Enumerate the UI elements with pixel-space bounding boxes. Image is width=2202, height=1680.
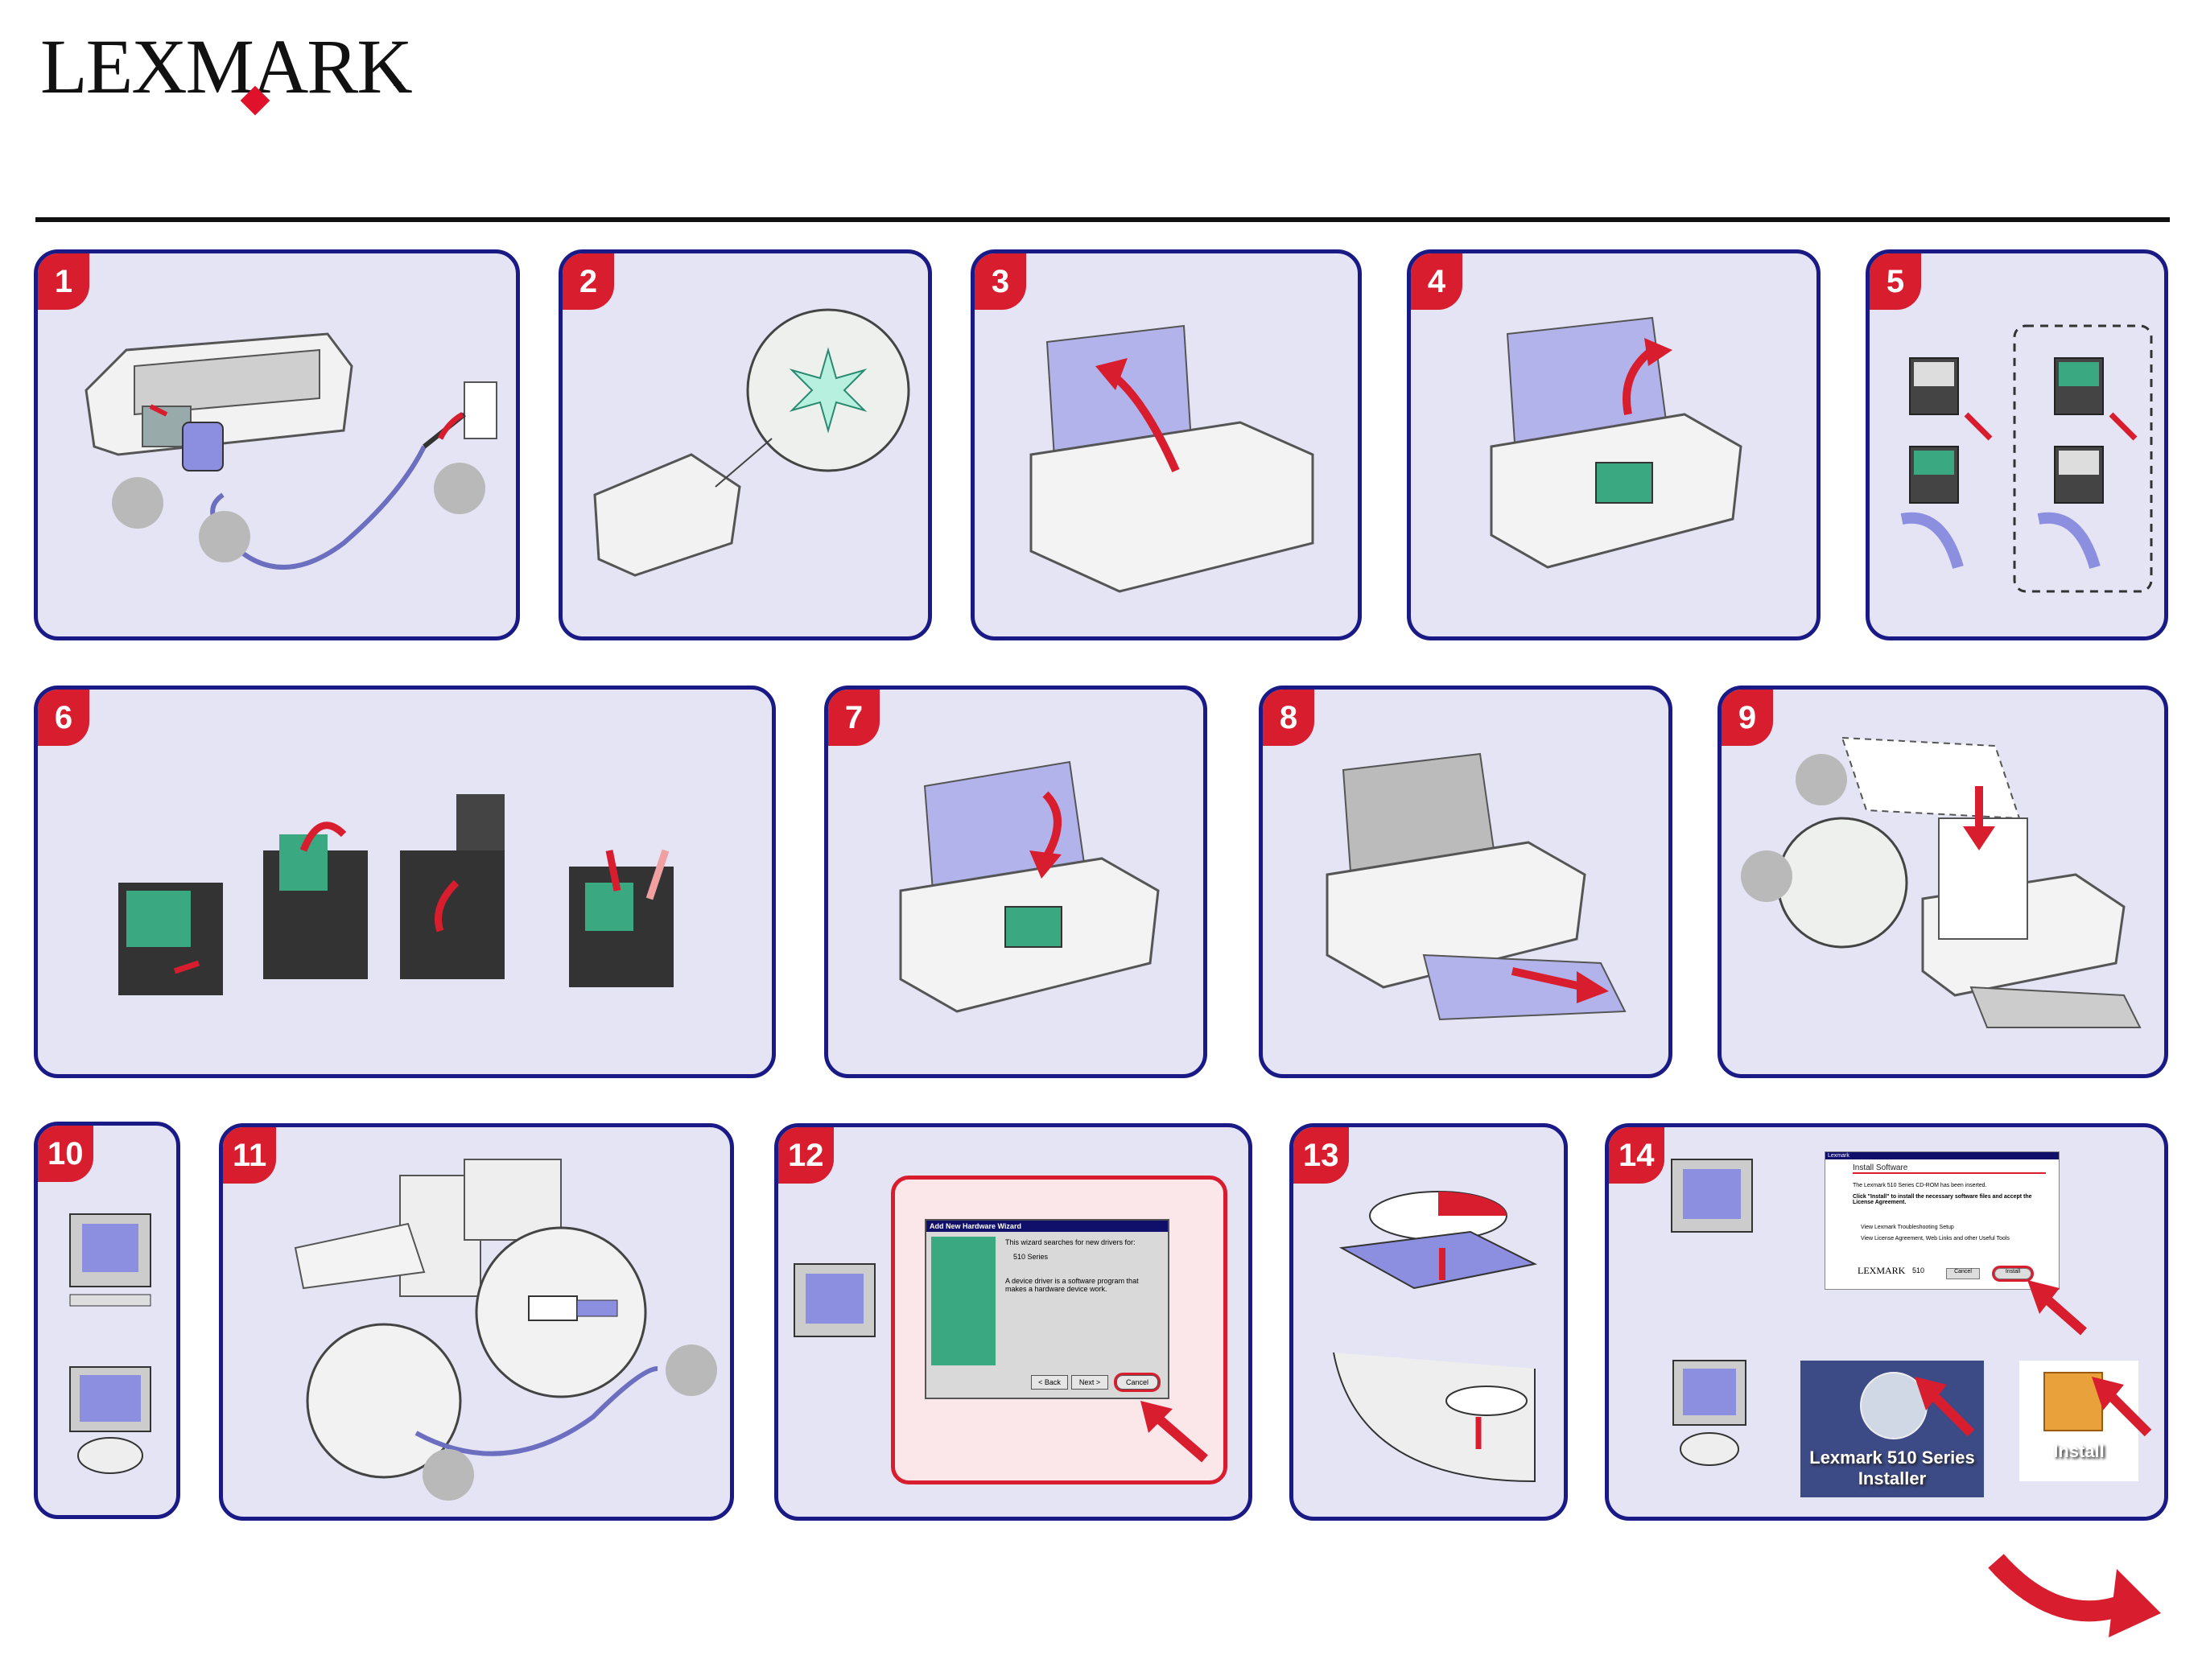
step-panel-9: 9 [1717, 686, 2168, 1078]
cancel-button[interactable]: Cancel [1946, 1268, 1980, 1279]
next-button[interactable]: Next > [1071, 1375, 1108, 1390]
step-panel-10: 10 [34, 1122, 180, 1519]
step-number: 6 [38, 690, 89, 746]
cartridges-illustration [1900, 324, 2153, 593]
printer-power-illustration [85, 332, 497, 570]
step-number: 12 [778, 1127, 834, 1184]
step-panel-12: 12 Add New Hardware Wizard This wizard s… [774, 1123, 1252, 1521]
option-troubleshooting[interactable]: View Lexmark Troubleshooting Setup [1861, 1225, 1954, 1230]
callout-marker [199, 511, 250, 562]
step-panel-1: 1 [34, 249, 520, 640]
cancel-button[interactable]: Cancel [1116, 1375, 1158, 1390]
step-number: 8 [1263, 690, 1314, 746]
paper-support-illustration [1029, 324, 1314, 593]
step-panel-4: 4 [1407, 249, 1821, 640]
dialog-title: Add New Hardware Wizard [926, 1221, 1168, 1232]
trademark: ™ [391, 79, 402, 92]
step-panel-2: 2 [559, 249, 932, 640]
next-page-arrow-icon [1988, 1554, 2161, 1637]
callout-marker [1796, 754, 1847, 805]
step-number: 11 [223, 1127, 277, 1184]
dialog-line2: A device driver is a software program th… [1005, 1277, 1139, 1293]
step-panel-8: 8 [1259, 686, 1672, 1078]
add-new-hardware-dialog: Add New Hardware Wizard This wizard sear… [925, 1219, 1169, 1399]
install-button[interactable]: Install [1994, 1268, 2031, 1279]
step-number: 13 [1293, 1127, 1349, 1184]
callout-marker [666, 1344, 717, 1396]
dialog-title: Install Software [1853, 1163, 2046, 1174]
wizard-graphic [931, 1237, 996, 1365]
load-paper-illustration [1776, 736, 2142, 1028]
logo-text: LEXMARK [40, 23, 413, 109]
step-panel-7: 7 [824, 686, 1207, 1078]
back-button[interactable]: < Back [1031, 1375, 1068, 1390]
installer-label: Lexmark 510 Series Installer [1809, 1447, 1975, 1489]
insert-cd-illustration [1333, 1191, 1538, 1483]
step-panel-13: 13 [1289, 1123, 1568, 1521]
close-cover-illustration [899, 760, 1160, 1013]
step-panel-14: 14 Lexmark Install Software The Lexmark … [1605, 1123, 2168, 1521]
cd-icon [1860, 1372, 1928, 1439]
step-number: 10 [38, 1126, 93, 1182]
callout-marker [434, 463, 485, 514]
monitor-illustration [794, 1263, 876, 1337]
dialog-brand: LEXMARK [1858, 1265, 1906, 1276]
dialog-line2: Click "Install" to install the necessary… [1853, 1194, 2032, 1205]
install-label: Install [2053, 1441, 2105, 1461]
step-number: 9 [1722, 690, 1773, 746]
power-button-illustration [593, 308, 910, 577]
open-cover-illustration [1490, 316, 1742, 569]
usb-cable-illustration [294, 1159, 658, 1479]
install-cartridges-illustration [118, 794, 674, 995]
dialog-line1: The Lexmark 510 Series CD-ROM has been i… [1853, 1183, 1987, 1188]
header-rule [35, 217, 2170, 222]
dialog-line1: This wizard searches for new drivers for… [1005, 1238, 1136, 1246]
step-panel-11: 11 [219, 1123, 734, 1521]
paper-exit-tray-illustration [1326, 752, 1627, 1021]
mac-install-icon[interactable]: Install [2019, 1361, 2138, 1481]
callout-marker [423, 1449, 474, 1501]
step-number: 4 [1411, 253, 1462, 310]
windows-and-mac-illustration [69, 1213, 151, 1474]
step-number: 1 [38, 253, 89, 310]
install-software-dialog: Lexmark Install Software The Lexmark 510… [1825, 1151, 2060, 1290]
package-icon [2043, 1372, 2103, 1431]
step-panel-3: 3 [971, 249, 1362, 640]
computers-illustration [1671, 1159, 1753, 1466]
dialog-device: 510 Series [1013, 1253, 1049, 1261]
step-number: 14 [1609, 1127, 1664, 1184]
dialog-model: 510 [1912, 1266, 1925, 1274]
step-number: 7 [828, 690, 880, 746]
mac-installer-icon[interactable]: Lexmark 510 Series Installer [1800, 1361, 1984, 1497]
step-panel-5: 5 [1866, 249, 2168, 640]
step-number: 2 [563, 253, 614, 310]
step-number: 5 [1870, 253, 1921, 310]
option-license[interactable]: View License Agreement, Web Links and ot… [1861, 1236, 2010, 1241]
window-label: Lexmark [1825, 1152, 2059, 1159]
step-panel-6: 6 [34, 686, 776, 1078]
callout-marker [1741, 850, 1792, 902]
callout-marker [112, 477, 163, 529]
step-number: 3 [975, 253, 1026, 310]
